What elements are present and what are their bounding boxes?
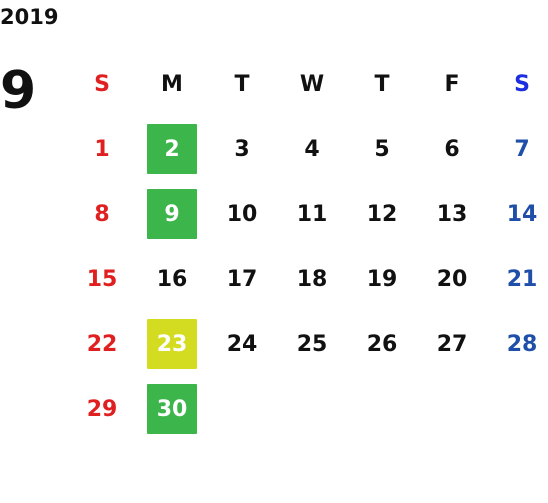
day-number: 21 <box>506 267 538 292</box>
day-cell[interactable]: 6 <box>417 117 487 182</box>
day-cell[interactable]: 10 <box>207 182 277 247</box>
day-cell[interactable]: 24 <box>207 312 277 377</box>
day-number: 1 <box>94 137 110 162</box>
day-cell[interactable]: 9 <box>137 182 207 247</box>
day-cell[interactable]: 7 <box>487 117 548 182</box>
weekday-header: T <box>374 72 390 97</box>
day-cell[interactable]: 23 <box>137 312 207 377</box>
weekday-header: F <box>444 72 460 97</box>
day-cell[interactable]: 20 <box>417 247 487 312</box>
day-cell[interactable]: 25 <box>277 312 347 377</box>
day-number: 24 <box>226 332 258 357</box>
day-number: 3 <box>234 137 250 162</box>
day-number: 5 <box>374 137 390 162</box>
day-cell[interactable]: 27 <box>417 312 487 377</box>
day-highlight-yellow <box>147 319 197 369</box>
day-cell[interactable]: 2 <box>137 117 207 182</box>
day-cell[interactable]: 8 <box>67 182 137 247</box>
day-cell[interactable]: 19 <box>347 247 417 312</box>
day-cell[interactable]: 16 <box>137 247 207 312</box>
day-number: 12 <box>366 202 398 227</box>
day-number: 13 <box>436 202 468 227</box>
weekday-header: M <box>161 72 183 97</box>
day-cell[interactable]: 5 <box>347 117 417 182</box>
day-cell[interactable]: 21 <box>487 247 548 312</box>
weekday-header: S <box>94 72 110 97</box>
day-cell[interactable]: 18 <box>277 247 347 312</box>
day-number: 8 <box>94 202 110 227</box>
day-cell[interactable]: 22 <box>67 312 137 377</box>
day-number: 30 <box>156 397 188 422</box>
day-cell[interactable]: 11 <box>277 182 347 247</box>
day-number: 29 <box>86 397 118 422</box>
day-number: 2 <box>164 137 180 162</box>
day-cell[interactable]: 30 <box>137 377 207 442</box>
day-cell[interactable]: 29 <box>67 377 137 442</box>
day-number: 25 <box>296 332 328 357</box>
weekday-header: T <box>234 72 250 97</box>
day-number: 22 <box>86 332 118 357</box>
day-number: 6 <box>444 137 460 162</box>
day-number: 14 <box>506 202 538 227</box>
day-number: 17 <box>226 267 258 292</box>
day-number: 26 <box>366 332 398 357</box>
day-cell[interactable]: 12 <box>347 182 417 247</box>
day-number: 18 <box>296 267 328 292</box>
day-number: 11 <box>296 202 328 227</box>
weekday-header: W <box>299 72 325 97</box>
day-cell[interactable]: 4 <box>277 117 347 182</box>
day-number: 19 <box>366 267 398 292</box>
day-cell[interactable]: 17 <box>207 247 277 312</box>
day-cell[interactable]: 28 <box>487 312 548 377</box>
day-cell[interactable]: 13 <box>417 182 487 247</box>
month-number: 9 <box>0 61 37 121</box>
day-cell[interactable]: 1 <box>67 117 137 182</box>
day-highlight-green <box>147 124 197 174</box>
day-number: 4 <box>304 137 320 162</box>
day-number: 28 <box>506 332 538 357</box>
day-cell[interactable]: 15 <box>67 247 137 312</box>
day-cell[interactable]: 14 <box>487 182 548 247</box>
day-highlight-green <box>147 384 197 434</box>
year-label: 2019 <box>0 5 59 29</box>
day-number: 10 <box>226 202 258 227</box>
day-cell[interactable]: 26 <box>347 312 417 377</box>
day-number: 7 <box>514 137 530 162</box>
day-highlight-green <box>147 189 197 239</box>
day-number: 9 <box>164 202 180 227</box>
day-number: 23 <box>156 332 188 357</box>
day-number: 20 <box>436 267 468 292</box>
day-number: 16 <box>156 267 188 292</box>
day-number: 27 <box>436 332 468 357</box>
day-cell[interactable]: 3 <box>207 117 277 182</box>
day-number: 15 <box>86 267 118 292</box>
weekday-header: S <box>514 72 530 97</box>
